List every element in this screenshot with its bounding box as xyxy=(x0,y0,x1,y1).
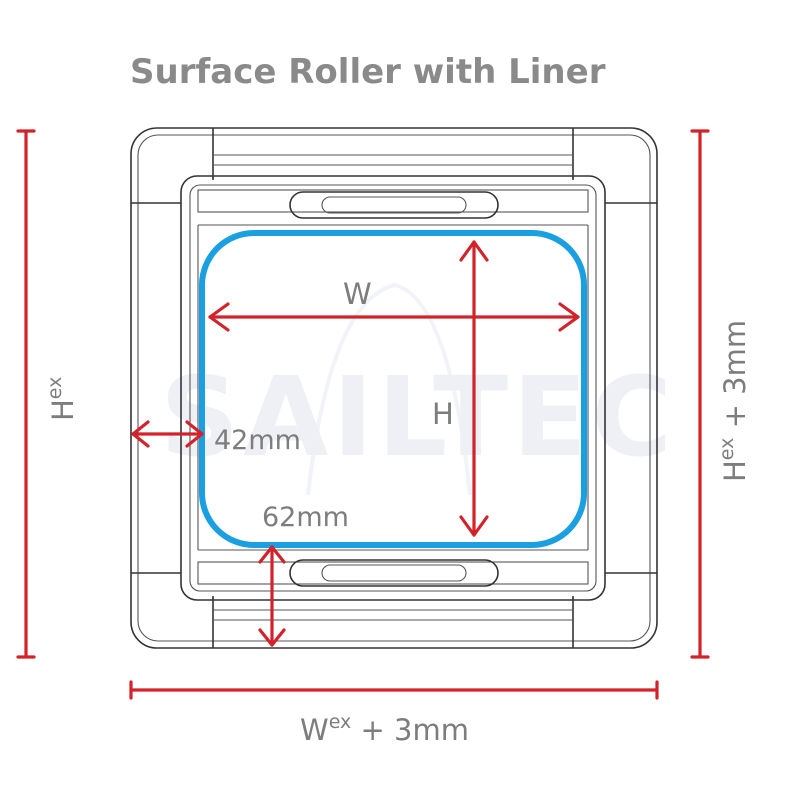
top-handle xyxy=(289,191,499,219)
side-margin-arrow xyxy=(131,420,204,448)
width-ext-bottom-bracket xyxy=(129,680,659,700)
width-ext-bottom-suffix: + 3mm xyxy=(351,713,469,747)
width-ext-bottom-sup: ex xyxy=(329,711,352,733)
width-ext-bottom-main: W xyxy=(300,713,329,747)
height-inner-label: H xyxy=(432,397,454,431)
bottom-margin-arrow xyxy=(258,545,286,647)
height-inner-arrow xyxy=(459,240,489,537)
height-ext-left-sup: ex xyxy=(44,377,66,400)
height-ext-right-suffix: + 3mm xyxy=(718,320,752,438)
dimension-lines xyxy=(16,129,710,700)
liner-outline xyxy=(199,230,587,548)
diagram-title: Surface Roller with Liner xyxy=(130,52,606,92)
side-margin-label: 42mm xyxy=(214,425,301,456)
width-inner-arrow xyxy=(208,302,580,332)
watermark-text: SAILTEC xyxy=(160,353,676,481)
height-ext-right-main: H xyxy=(718,460,752,482)
width-inner-label: W xyxy=(343,277,372,311)
height-ext-left-main: H xyxy=(46,399,80,421)
window-frame xyxy=(130,127,658,649)
height-ext-right-label: Hex + 3mm xyxy=(716,320,752,482)
bottom-handle xyxy=(289,559,499,587)
height-ext-left-bracket xyxy=(16,129,36,659)
width-ext-bottom-label: Wex + 3mm xyxy=(300,711,469,747)
bottom-margin-label: 62mm xyxy=(262,502,349,533)
height-ext-left-label: Hex xyxy=(44,377,80,421)
height-ext-right-bracket xyxy=(690,129,710,659)
height-ext-right-sup: ex xyxy=(716,438,738,461)
